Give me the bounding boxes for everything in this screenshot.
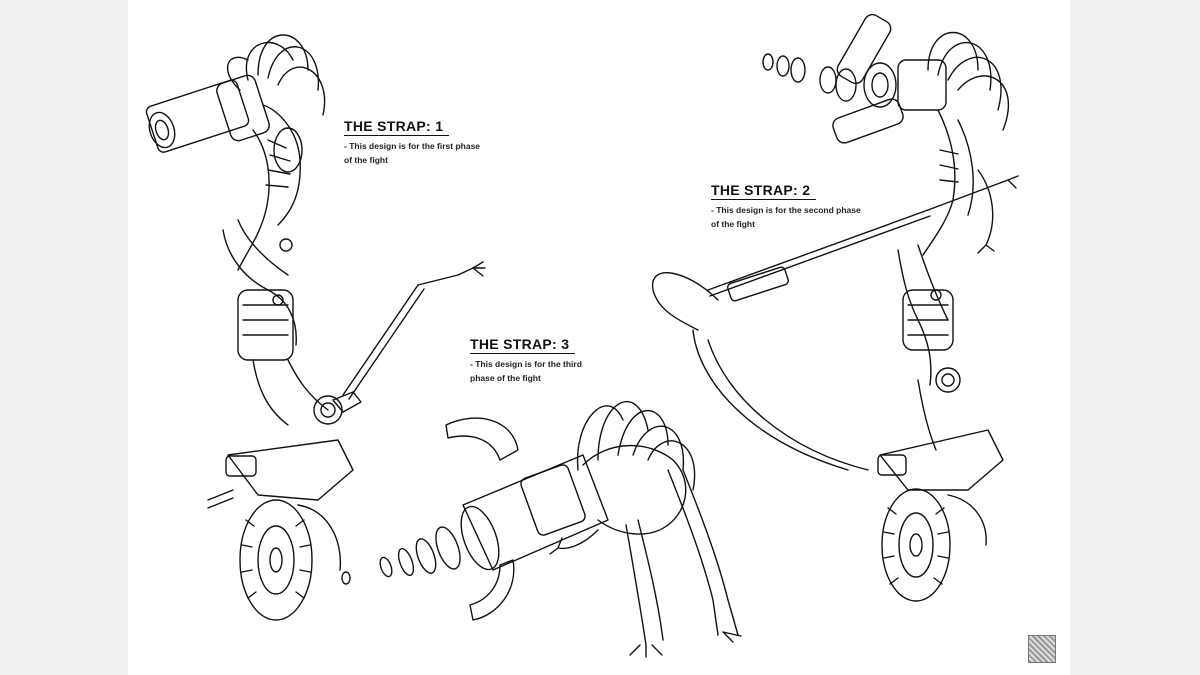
caption-title: THE STRAP: 3: [470, 336, 576, 354]
caption-line: of the fight: [711, 219, 755, 229]
caption-title: THE STRAP: 1: [344, 118, 450, 136]
right-margin: [1070, 0, 1200, 675]
caption-line: - This design is for the third: [470, 359, 582, 369]
caption-line: of the fight: [344, 155, 388, 165]
strap-3-sketch: [379, 400, 742, 658]
artist-seal-stamp: [1028, 635, 1056, 663]
strap-2-sketch: [652, 13, 1019, 602]
caption-strap-3: THE STRAP: 3 - This design is for the th…: [470, 336, 582, 385]
caption-line: - This design is for the first phase: [344, 141, 481, 151]
caption-desc: - This design is for the second phase of…: [711, 203, 861, 231]
caption-title: THE STRAP: 2: [711, 182, 817, 200]
caption-desc: - This design is for the first phase of …: [344, 139, 480, 167]
caption-strap-1: THE STRAP: 1 - This design is for the fi…: [344, 118, 480, 167]
caption-desc: - This design is for the third phase of …: [470, 357, 582, 385]
caption-strap-2: THE STRAP: 2 - This design is for the se…: [711, 182, 861, 231]
concept-art-sheet: THE STRAP: 1 - This design is for the fi…: [128, 0, 1070, 675]
left-margin: [0, 0, 128, 675]
strap-1-sketch: [145, 34, 486, 621]
caption-line: - This design is for the second phase: [711, 205, 861, 215]
caption-line: phase of the fight: [470, 373, 541, 383]
